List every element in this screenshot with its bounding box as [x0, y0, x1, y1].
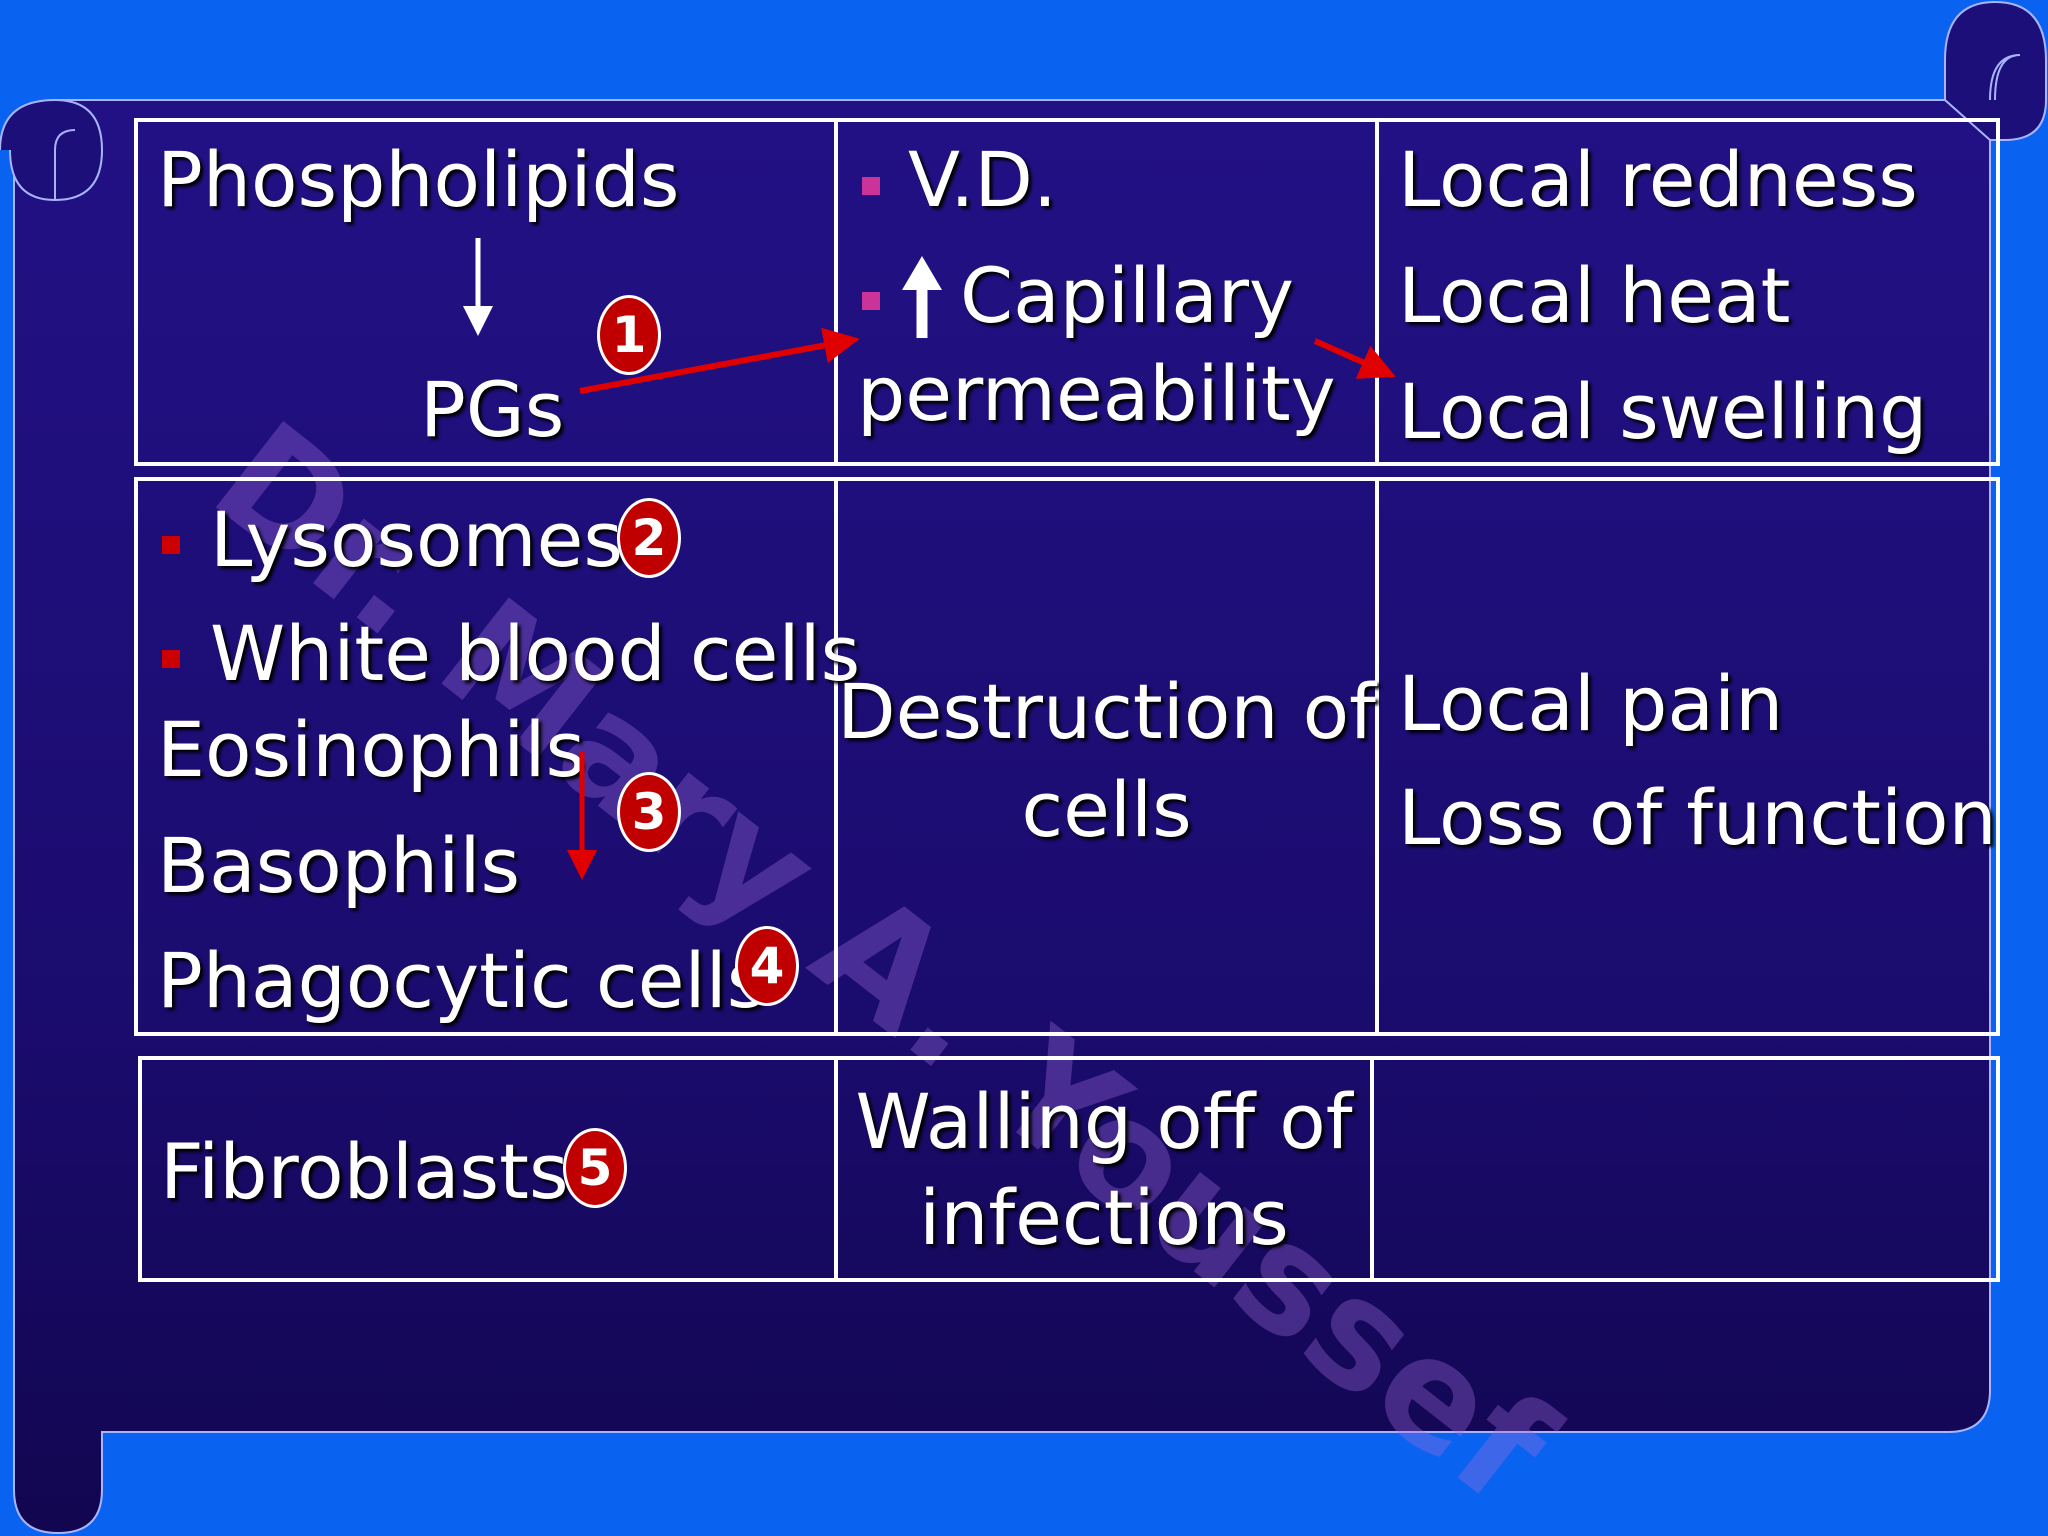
- eosinophils-text: Eosinophils: [157, 705, 586, 794]
- walling-off-of-text: Walling off of: [855, 1077, 1353, 1166]
- vd-text: V.D.: [908, 135, 1058, 224]
- step-badge-1: 1: [597, 295, 661, 375]
- capillary-text: Capillary: [960, 251, 1295, 340]
- square-bullet-icon: [862, 177, 880, 195]
- step-badge-5: 5: [563, 1128, 627, 1208]
- square-bullet-icon: [862, 292, 880, 310]
- local-heat-text: Local heat: [1398, 251, 1791, 340]
- step-badge-2: 2: [617, 498, 681, 578]
- table-row-3-border: [138, 1056, 2000, 1282]
- square-bullet-icon: [162, 536, 180, 554]
- phagocytic-cells-text: Phagocytic cells: [157, 936, 767, 1025]
- infections-text: infections: [919, 1173, 1289, 1262]
- lysosomes-text: Lysosomes: [210, 495, 623, 584]
- permeability-text: permeability: [857, 349, 1336, 438]
- step-badge-4: 4: [735, 926, 799, 1006]
- destruction-of-text: Destruction of: [837, 667, 1376, 756]
- cells-text: cells: [1021, 765, 1192, 854]
- square-bullet-icon: [162, 650, 180, 668]
- local-swelling-text: Local swelling: [1398, 367, 1928, 456]
- basophils-text: Basophils: [157, 821, 521, 910]
- white-blood-cells-text: White blood cells: [210, 609, 861, 698]
- table-row-2-border: [134, 477, 2000, 1036]
- fibroblasts-text: Fibroblasts: [160, 1127, 569, 1216]
- local-pain-text: Local pain: [1398, 659, 1784, 748]
- loss-of-function-text: Loss of function: [1398, 773, 1997, 862]
- table-row-1-border: [134, 118, 2000, 466]
- pgs-text: PGs: [420, 365, 565, 454]
- step-badge-3: 3: [617, 772, 681, 852]
- local-redness-text: Local redness: [1398, 135, 1918, 224]
- phospholipids-text: Phospholipids: [157, 135, 680, 224]
